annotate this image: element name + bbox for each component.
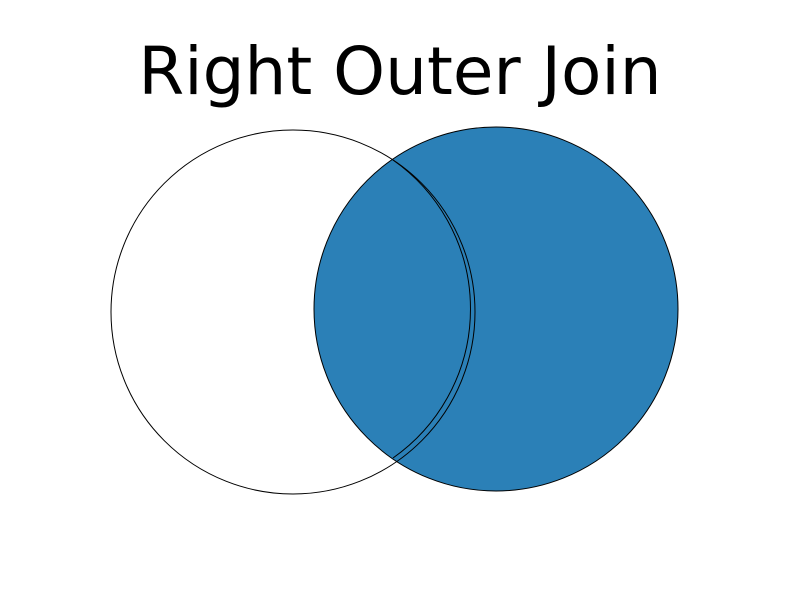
right-set-circle — [313, 126, 679, 492]
left-set-circle — [110, 129, 476, 495]
intersection-boundary — [392, 159, 471, 459]
diagram-title: Right Outer Join — [138, 33, 662, 110]
